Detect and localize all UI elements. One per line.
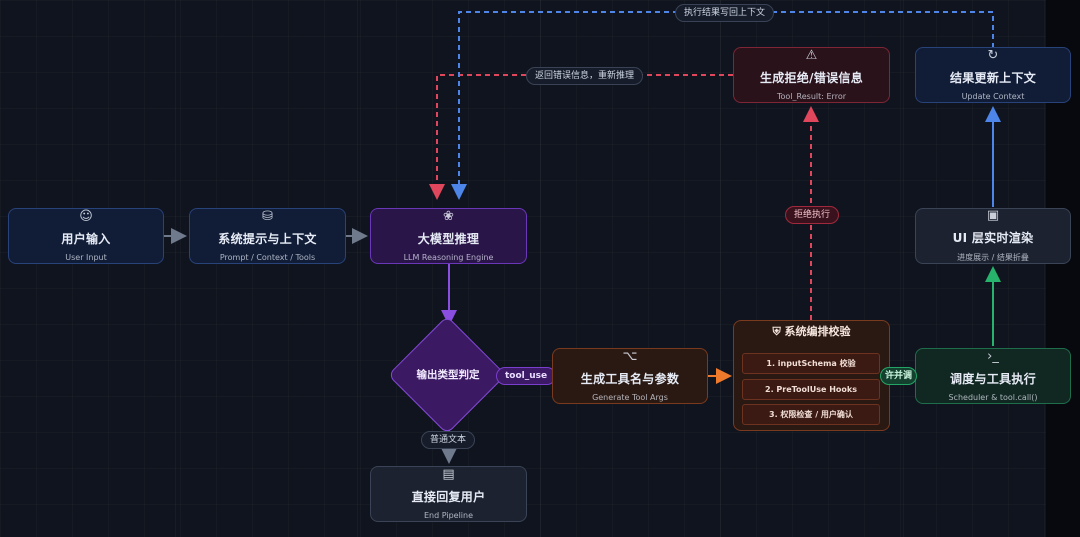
label-return-error: 返回错误信息，重新推理 [526,67,644,85]
database-icon: ⛁ [262,209,273,224]
node-llm: ❀ 大模型推理 LLM Reasoning Engine [370,208,527,264]
orchestration-title: 系统编排校验 [784,325,851,338]
user-icon: ☺ [79,209,93,224]
edge-update-to-llm [451,11,994,200]
node-reject: ⚠ 生成拒绝/错误信息 Tool_Result: Error [733,47,890,103]
node-subtitle: Tool_Result: Error [777,92,846,101]
brain-icon: ❀ [443,209,454,224]
warning-icon: ⚠ [805,48,818,63]
node-subtitle: LLM Reasoning Engine [403,253,494,262]
node-title: 用户输入 [61,232,111,246]
node-title: 调度与工具执行 [949,372,1037,386]
node-subtitle: 进度展示 / 结果折叠 [957,253,1029,262]
node-title: UI 层实时渲染 [952,231,1034,245]
sliders-icon: ⌥ [622,349,638,364]
orchestration-step: 3. 权限检查 / 用户确认 [742,404,880,425]
node-title: 生成工具名与参数 [580,372,680,386]
node-subtitle: Scheduler & tool.call() [948,393,1038,402]
refresh-icon: ↻ [987,48,999,63]
monitor-icon: ▣ [986,208,1000,223]
node-subtitle: User Input [65,253,107,262]
node-subtitle: Prompt / Context / Tools [219,253,316,262]
node-user-input: ☺ 用户输入 User Input [8,208,164,264]
orchestration-step: 2. PreToolUse Hooks [742,379,880,400]
node-system-prompt: ⛁ 系统提示与上下文 Prompt / Context / Tools [189,208,346,264]
node-subtitle: Generate Tool Args [592,393,668,402]
orchestration-header: ⛨ 系统编排校验 [733,323,890,339]
node-title: 直接回复用户 [411,490,486,504]
label-approve: 许并调 [880,367,918,385]
label-plain-text: 普通文本 [421,431,476,449]
node-generate-args: ⌥ 生成工具名与参数 Generate Tool Args [552,348,708,404]
node-direct-reply: ▤ 直接回复用户 End Pipeline [370,466,527,522]
document-icon: ▤ [442,467,455,482]
shield-icon: ⛨ [772,325,785,338]
node-title: 大模型推理 [417,232,480,246]
node-title: 结果更新上下文 [949,71,1037,85]
label-tool-use: tool_use [496,367,557,385]
edge-reject-to-llm [429,74,733,200]
node-scheduler: ›_ 调度与工具执行 Scheduler & tool.call() [915,348,1071,404]
node-update-context: ↻ 结果更新上下文 Update Context [915,47,1071,103]
node-ui-render: ▣ UI 层实时渲染 进度展示 / 结果折叠 [915,208,1071,264]
node-subtitle: Update Context [961,92,1025,101]
terminal-icon: ›_ [987,349,999,364]
node-subtitle: End Pipeline [423,511,474,520]
decision-label: 输出类型判定 [416,369,480,381]
node-title: 系统提示与上下文 [218,232,317,246]
node-title: 生成拒绝/错误信息 [759,71,864,85]
label-reject-exec: 拒绝执行 [785,206,840,224]
label-writeback: 执行结果写回上下文 [675,4,775,22]
orchestration-step: 1. inputSchema 校验 [742,353,880,374]
